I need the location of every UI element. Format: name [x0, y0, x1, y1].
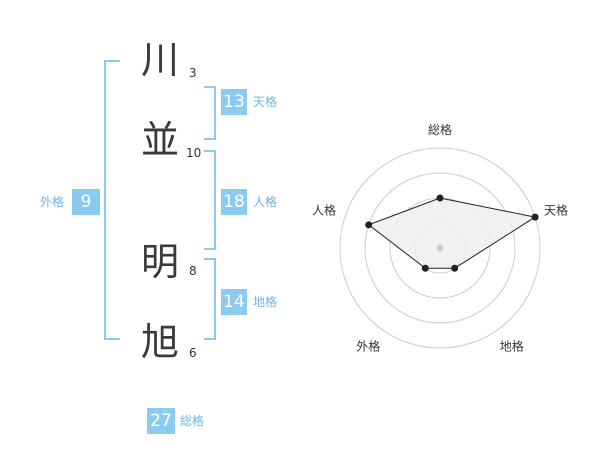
- soukaku-label: 総格: [180, 414, 205, 428]
- stroke-count-1: 3: [189, 66, 197, 80]
- radar-polygon: [367, 197, 537, 269]
- stroke-count-4: 6: [189, 346, 197, 360]
- chikaku-badge: 14: [221, 289, 247, 315]
- radar-ring-3: [364, 172, 516, 324]
- name-char-3: 明: [140, 240, 179, 284]
- tenkaku-bracket: [204, 86, 216, 140]
- chikaku-bracket: [204, 258, 216, 340]
- name-char-1: 川: [140, 38, 179, 82]
- radar-axis-label-4: 外格: [356, 339, 380, 354]
- radar-center-dot: [436, 244, 444, 252]
- jinkaku-label: 人格: [253, 195, 278, 209]
- jinkaku-badge: 18: [221, 189, 247, 215]
- gaikaku-label: 外格: [40, 195, 65, 209]
- radar-axis-label-3: 地格: [500, 339, 524, 354]
- radar-point-5: [365, 221, 373, 229]
- radar-point-4: [421, 264, 429, 272]
- tenkaku-label: 天格: [253, 95, 278, 109]
- tenkaku-badge: 13: [221, 89, 247, 115]
- jinkaku-bracket: [204, 150, 216, 250]
- radar-axis-label-1: 総格: [428, 122, 452, 137]
- gaikaku-badge: 9: [72, 189, 100, 215]
- gaikaku-bracket: [104, 60, 120, 340]
- radar-ring-4: [339, 147, 541, 349]
- name-char-2: 並: [140, 118, 179, 162]
- radar-axis-label-2: 天格: [544, 202, 568, 217]
- radar-axis-label-5: 人格: [312, 202, 336, 217]
- stroke-count-3: 8: [189, 264, 197, 278]
- radar-point-1: [436, 194, 444, 202]
- name-char-4: 旭: [140, 320, 179, 364]
- stroke-count-2: 10: [186, 146, 202, 160]
- radar-point-2: [531, 213, 539, 221]
- soukaku-badge: 27: [147, 408, 175, 434]
- radar-point-3: [451, 264, 459, 272]
- chikaku-label: 地格: [253, 295, 278, 309]
